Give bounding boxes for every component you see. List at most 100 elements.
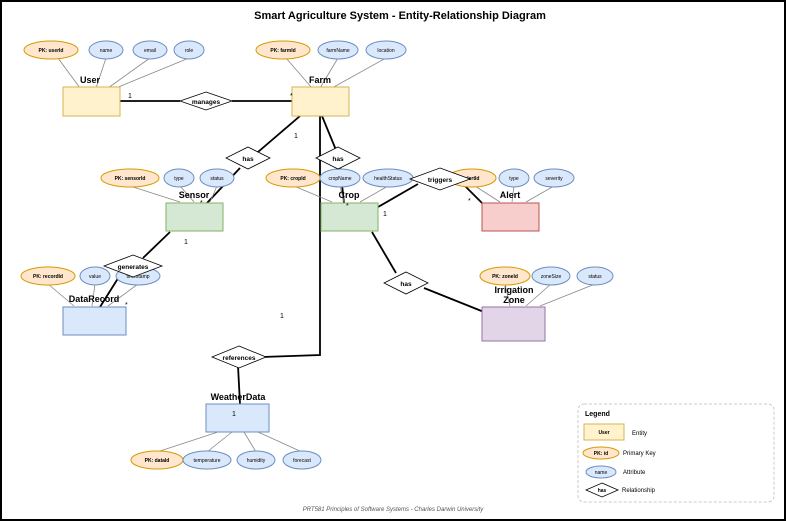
- entity-irrigation-label-1: Irrigation: [494, 285, 533, 295]
- rel-triggers-label: triggers: [428, 177, 453, 184]
- legend-attr-label: Attribute: [623, 470, 646, 476]
- pk-record-label: PK: recordId: [33, 274, 63, 280]
- attr-weather-humidity[interactable]: [236, 450, 276, 470]
- attr-sensor-type[interactable]: [163, 168, 195, 188]
- attr-crop-name[interactable]: [319, 168, 361, 188]
- entity-sensor[interactable]: Sensor: [165, 190, 224, 232]
- relationship-lines: [99, 100, 485, 405]
- entity-crop-label: Crop: [339, 190, 360, 200]
- line-crop-has-zone-b: [423, 287, 485, 313]
- card-sensor-many: *: [200, 200, 203, 207]
- rel-manages[interactable]: manages: [178, 91, 234, 111]
- card-weather-one: 1: [232, 411, 236, 418]
- entity-weatherdata-box[interactable]: [205, 403, 270, 433]
- attr-alert-type[interactable]: [498, 168, 530, 188]
- attr-zone-status[interactable]: [576, 266, 614, 286]
- pk-crop-label: PK: cropId: [280, 176, 305, 182]
- rel-generates[interactable]: generates: [102, 254, 164, 278]
- attr-farm-name-label: farmName: [326, 48, 350, 54]
- entity-user[interactable]: User: [62, 75, 121, 117]
- pk-zone[interactable]: [479, 266, 531, 286]
- card-sensor-generates: 1: [184, 239, 188, 246]
- entity-datarecord-label: DataRecord: [69, 294, 120, 304]
- attribute-lines: [47, 57, 596, 453]
- attributes-zone: PK: zoneId zoneSize status: [479, 266, 614, 286]
- legend-pk-label: Primary Key: [623, 451, 656, 457]
- entity-datarecord-box[interactable]: [62, 306, 127, 336]
- entity-farm[interactable]: Farm: [291, 75, 350, 117]
- attr-weather-forecast-label: forecast: [293, 458, 311, 464]
- footer-caption: PRT581 Principles of Software Systems - …: [303, 507, 485, 513]
- attr-sensor-status[interactable]: [199, 168, 235, 188]
- attr-weather-temperature[interactable]: [182, 450, 232, 470]
- attr-sensor-type-label: type: [174, 176, 184, 182]
- entity-datarecord[interactable]: DataRecord: [62, 294, 127, 336]
- rel-references[interactable]: references: [210, 345, 268, 369]
- rel-farm-has-crop[interactable]: has: [315, 146, 361, 170]
- card-record-many: *: [125, 302, 128, 309]
- card-user-manages: 1: [128, 93, 132, 100]
- attributes-weather: PK: dataId temperature humidity forecast: [130, 450, 322, 470]
- legend-rel-sample: has: [598, 488, 607, 494]
- attr-farm-location-label: location: [377, 48, 394, 54]
- attr-farm-name[interactable]: [317, 40, 359, 60]
- rel-crop-zone-label: has: [400, 281, 412, 288]
- rel-crop-has-zone[interactable]: has: [383, 271, 429, 295]
- entity-crop-box[interactable]: [320, 202, 379, 232]
- attr-weather-forecast[interactable]: [282, 450, 322, 470]
- entity-alert-label: Alert: [500, 190, 521, 200]
- pk-farm-label: PK: farmId: [270, 48, 295, 54]
- attr-weather-temperature-label: temperature: [194, 458, 221, 464]
- attr-record-value[interactable]: [79, 266, 111, 286]
- entity-irrigation-zone[interactable]: Irrigation Zone: [481, 285, 546, 342]
- line-crop-has-zone-a: [371, 231, 397, 274]
- cardinality-labels: 1 * 1 * * 1 * 1 * 1 1: [125, 93, 471, 418]
- rel-generates-label: generates: [118, 264, 149, 271]
- legend-attr-sample: name: [595, 470, 608, 476]
- entity-alert-box[interactable]: [481, 202, 540, 232]
- legend-rel-swatch: [585, 482, 619, 498]
- attributes-farm: PK: farmId farmName location: [255, 40, 407, 60]
- entity-crop[interactable]: Crop: [320, 190, 379, 232]
- rel-farm-has-sensor[interactable]: has: [225, 146, 271, 170]
- card-manages-farm: *: [290, 93, 293, 100]
- pk-farm[interactable]: [255, 40, 311, 60]
- pk-zone-label: PK: zoneId: [492, 274, 518, 280]
- line-sensor-generates: [142, 231, 171, 259]
- legend-pk-swatch: [582, 446, 620, 460]
- pk-sensor[interactable]: [100, 168, 160, 188]
- entity-irrigation-zone-box[interactable]: [481, 306, 546, 342]
- entity-sensor-label: Sensor: [179, 190, 210, 200]
- pk-record[interactable]: [20, 266, 76, 286]
- attr-farm-location[interactable]: [365, 40, 407, 60]
- legend-pk-sample: PK: id: [594, 451, 608, 457]
- attr-user-name[interactable]: [88, 40, 124, 60]
- attr-user-email[interactable]: [132, 40, 168, 60]
- pk-sensor-label: PK: sensorId: [115, 176, 146, 182]
- entity-weatherdata[interactable]: WeatherData: [205, 392, 270, 433]
- entity-irrigation-label-2: Zone: [503, 295, 525, 305]
- attr-crop-health-label: healthStatus: [374, 176, 402, 182]
- pk-user[interactable]: [23, 40, 79, 60]
- legend: Legend User Entity PK: id Primary Key na…: [577, 403, 775, 503]
- entity-alert[interactable]: Alert: [481, 190, 540, 232]
- entity-sensor-box[interactable]: [165, 202, 224, 232]
- attr-zone-size[interactable]: [531, 266, 571, 286]
- rel-farm-sensor-label: has: [242, 156, 254, 163]
- legend-box: [577, 403, 775, 503]
- rel-manages-label: manages: [192, 99, 221, 106]
- rel-triggers[interactable]: triggers: [408, 167, 472, 191]
- attr-alert-severity-label: severity: [545, 176, 563, 182]
- attr-record-timestamp-label: timestamp: [126, 274, 149, 280]
- attr-user-email-label: email: [144, 48, 156, 54]
- attr-record-value-label: value: [89, 274, 101, 280]
- entity-farm-box[interactable]: [291, 86, 350, 117]
- attr-user-role[interactable]: [173, 40, 205, 60]
- entity-user-box[interactable]: [62, 86, 121, 117]
- line-crop-triggers: [377, 183, 419, 208]
- attr-sensor-status-label: status: [210, 176, 224, 182]
- pk-weather-label: PK: dataId: [145, 458, 170, 464]
- attr-zone-size-label: zoneSize: [541, 274, 562, 280]
- entity-user-label: User: [80, 75, 101, 85]
- attr-alert-severity[interactable]: [533, 168, 575, 188]
